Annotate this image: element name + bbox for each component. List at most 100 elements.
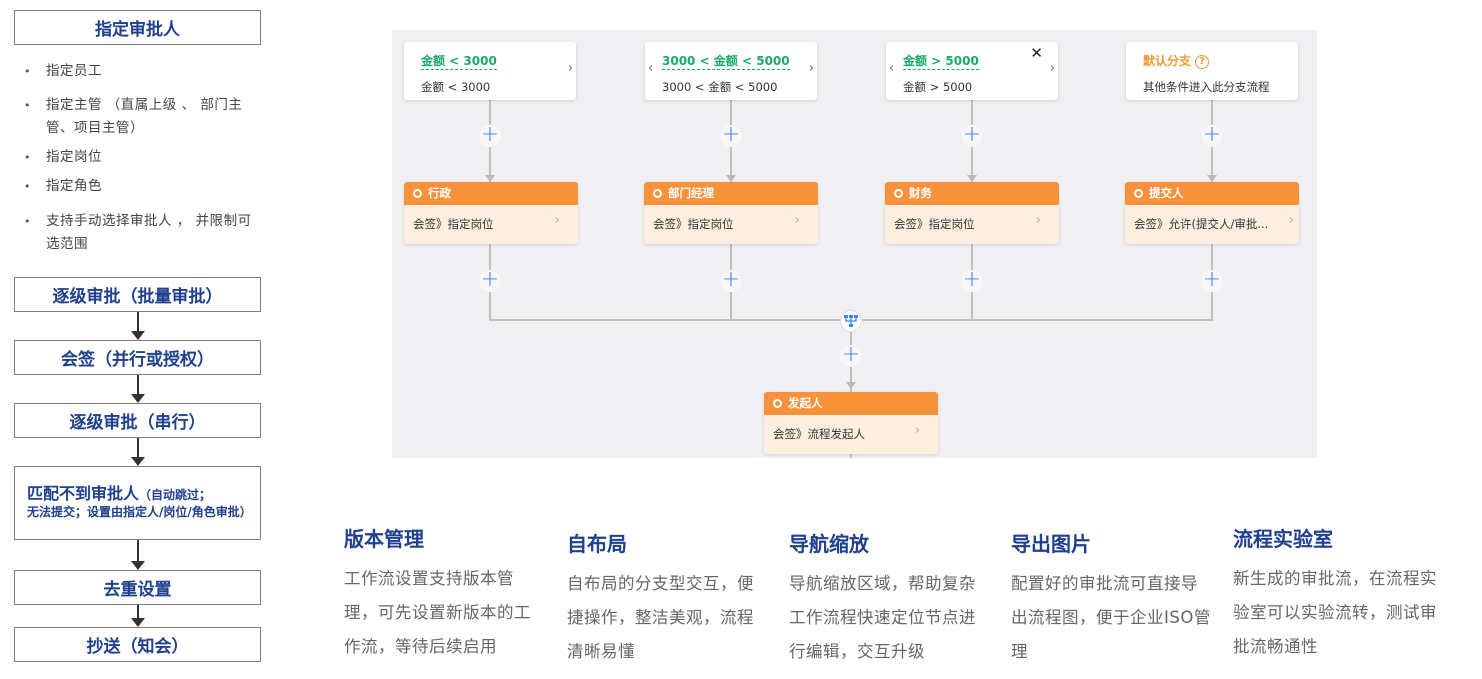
step-level-batch: 逐级审批（批量审批） (14, 277, 261, 312)
condition-card[interactable]: ‹ 金额 > 5000 金额 > 5000 ✕ › (886, 42, 1058, 100)
step-level-serial: 逐级审批（串行） (14, 403, 261, 438)
chevron-right-icon[interactable]: › (1288, 213, 1294, 228)
feature-title: 版本管理 (344, 527, 424, 551)
node-dot-icon (894, 189, 903, 198)
down-arrow-icon (131, 438, 145, 466)
approval-node[interactable]: 财务 会签》指定岗位 › (885, 182, 1059, 244)
condition-desc: 3000 < 金额 < 5000 (662, 80, 778, 94)
list-item: 指定角色 (22, 175, 254, 198)
add-node-button[interactable]: + (720, 122, 742, 147)
down-arrow-icon (131, 605, 145, 627)
add-node-button[interactable]: + (1201, 122, 1223, 147)
down-arrow-icon (131, 375, 145, 403)
chevron-right-icon[interactable]: › (808, 61, 814, 76)
step-countersign: 会签（并行或授权） (14, 340, 261, 375)
condition-title: 金额 < 3000 (421, 54, 497, 70)
chevron-right-icon[interactable]: › (794, 213, 800, 228)
step-title: 匹配不到审批人 (27, 484, 140, 503)
step-title: 逐级审批（批量审批） (52, 287, 223, 307)
feature-autolayout: 自布局 自布局的分支型交互，便捷操作，整洁美观，流程清晰易懂 (567, 528, 757, 669)
add-node-button[interactable]: + (1201, 267, 1223, 292)
chevron-right-icon[interactable]: › (1049, 61, 1055, 76)
feature-title: 导出图片 (1011, 532, 1091, 556)
feature-desc: 新生成的审批流，在流程实验室可以实验流转，测试审批流畅通性 (1233, 569, 1437, 656)
node-header: 行政 (404, 182, 578, 205)
condition-desc: 金额 > 5000 (903, 80, 973, 94)
step-dedup: 去重设置 (14, 570, 261, 605)
node-dot-icon (773, 399, 782, 408)
add-node-button[interactable]: + (720, 267, 742, 292)
arrow-down-icon (846, 382, 856, 389)
feature-lab: 流程实验室 新生成的审批流，在流程实验室可以实验流转，测试审批流畅通性 (1233, 523, 1448, 664)
down-arrow-icon (131, 540, 145, 570)
step-cc: 抄送（知会） (14, 627, 261, 662)
condition-desc: 金额 < 3000 (421, 80, 491, 94)
add-node-button[interactable]: + (479, 267, 501, 292)
feature-title: 流程实验室 (1233, 527, 1333, 551)
down-arrow-icon (131, 312, 145, 340)
arrow-down-icon (726, 175, 736, 182)
step-note: （自动跳过； (139, 488, 212, 502)
step-title: 逐级审批（串行） (69, 413, 206, 433)
condition-title: 默认分支? (1143, 52, 1210, 69)
feature-title: 导航缩放 (789, 532, 869, 556)
initiator-node[interactable]: 发起人 会签》流程发起人 › (764, 392, 938, 454)
approval-node[interactable]: 部门经理 会签》指定岗位 › (644, 182, 818, 244)
chevron-left-icon[interactable]: ‹ (889, 61, 895, 76)
condition-title: 3000 < 金额 < 5000 (662, 54, 790, 70)
feature-desc: 自布局的分支型交互，便捷操作，整洁美观，流程清晰易懂 (567, 574, 754, 661)
feature-desc: 导航缩放区域，帮助复杂工作流程快速定位节点进行编辑，交互升级 (789, 574, 976, 661)
feature-title: 自布局 (567, 532, 627, 556)
help-icon[interactable]: ? (1195, 55, 1210, 69)
condition-desc: 其他条件进入此分支流程 (1143, 80, 1270, 94)
add-node-button[interactable]: + (840, 342, 862, 367)
list-item: 指定岗位 (22, 146, 254, 169)
node-body: 会签》允许(提交人/审批... (1134, 217, 1269, 231)
list-item: 支持手动选择审批人 ， 并限制可选范围 (22, 210, 254, 256)
step-title: 去重设置 (103, 580, 172, 600)
list-item: 指定员工 (22, 60, 254, 83)
assign-approver-title: 指定审批人 (95, 20, 180, 40)
flow-canvas[interactable]: 金额 < 3000 金额 < 3000 › ‹ 3000 < 金额 < 5000… (392, 30, 1317, 458)
approval-node[interactable]: 提交人 会签》允许(提交人/审批... › (1125, 182, 1299, 244)
condition-title: 金额 > 5000 (903, 54, 979, 70)
node-header: 财务 (885, 182, 1059, 205)
node-header: 提交人 (1125, 182, 1299, 205)
arrow-down-icon (967, 175, 977, 182)
list-item: 指定主管 （直属上级 、 部门主管、项目主管） (22, 94, 254, 140)
assign-approver-box: 指定审批人 (14, 10, 261, 45)
feature-zoom: 导航缩放 导航缩放区域，帮助复杂工作流程快速定位节点进行编辑，交互升级 (789, 528, 987, 669)
feature-desc: 工作流设置支持版本管理，可先设置新版本的工作流，等待后续启用 (344, 569, 531, 656)
close-icon[interactable]: ✕ (1030, 44, 1043, 62)
chevron-right-icon[interactable]: › (914, 423, 920, 438)
chevron-left-icon[interactable]: ‹ (648, 61, 654, 76)
step-title: 抄送（知会） (86, 637, 189, 657)
arrow-down-icon (485, 175, 495, 182)
node-dot-icon (413, 189, 422, 198)
feature-version: 版本管理 工作流设置支持版本管理，可先设置新版本的工作流，等待后续启用 (344, 523, 544, 664)
add-node-button[interactable]: + (961, 122, 983, 147)
add-node-button[interactable]: + (479, 122, 501, 147)
chevron-right-icon[interactable]: › (567, 61, 573, 76)
condition-card[interactable]: 金额 < 3000 金额 < 3000 › (404, 42, 576, 100)
add-node-button[interactable]: + (961, 267, 983, 292)
node-body: 会签》流程发起人 (773, 427, 865, 441)
feature-export: 导出图片 配置好的审批流可直接导出流程图，便于企业ISO管理 (1011, 528, 1211, 669)
node-header: 部门经理 (644, 182, 818, 205)
condition-card[interactable]: ‹ 3000 < 金额 < 5000 3000 < 金额 < 5000 › (645, 42, 817, 100)
chevron-right-icon[interactable]: › (1035, 213, 1041, 228)
arrow-down-icon (1207, 175, 1217, 182)
node-body: 会签》指定岗位 (653, 217, 734, 231)
step-title: 会签（并行或授权） (61, 350, 214, 370)
feature-desc: 配置好的审批流可直接导出流程图，便于企业ISO管理 (1011, 574, 1211, 661)
step-note: 无法提交；设置由指定人/岗位/角色审批） (27, 505, 252, 519)
node-body: 会签》指定岗位 (894, 217, 975, 231)
node-dot-icon (653, 189, 662, 198)
condition-card-default[interactable]: 默认分支? 其他条件进入此分支流程 (1126, 42, 1298, 100)
approval-node[interactable]: 行政 会签》指定岗位 › (404, 182, 578, 244)
chevron-right-icon[interactable]: › (554, 213, 560, 228)
node-body: 会签》指定岗位 (413, 217, 494, 231)
branch-merge-icon[interactable] (840, 310, 862, 332)
connector (850, 320, 852, 458)
node-header: 发起人 (764, 392, 938, 415)
